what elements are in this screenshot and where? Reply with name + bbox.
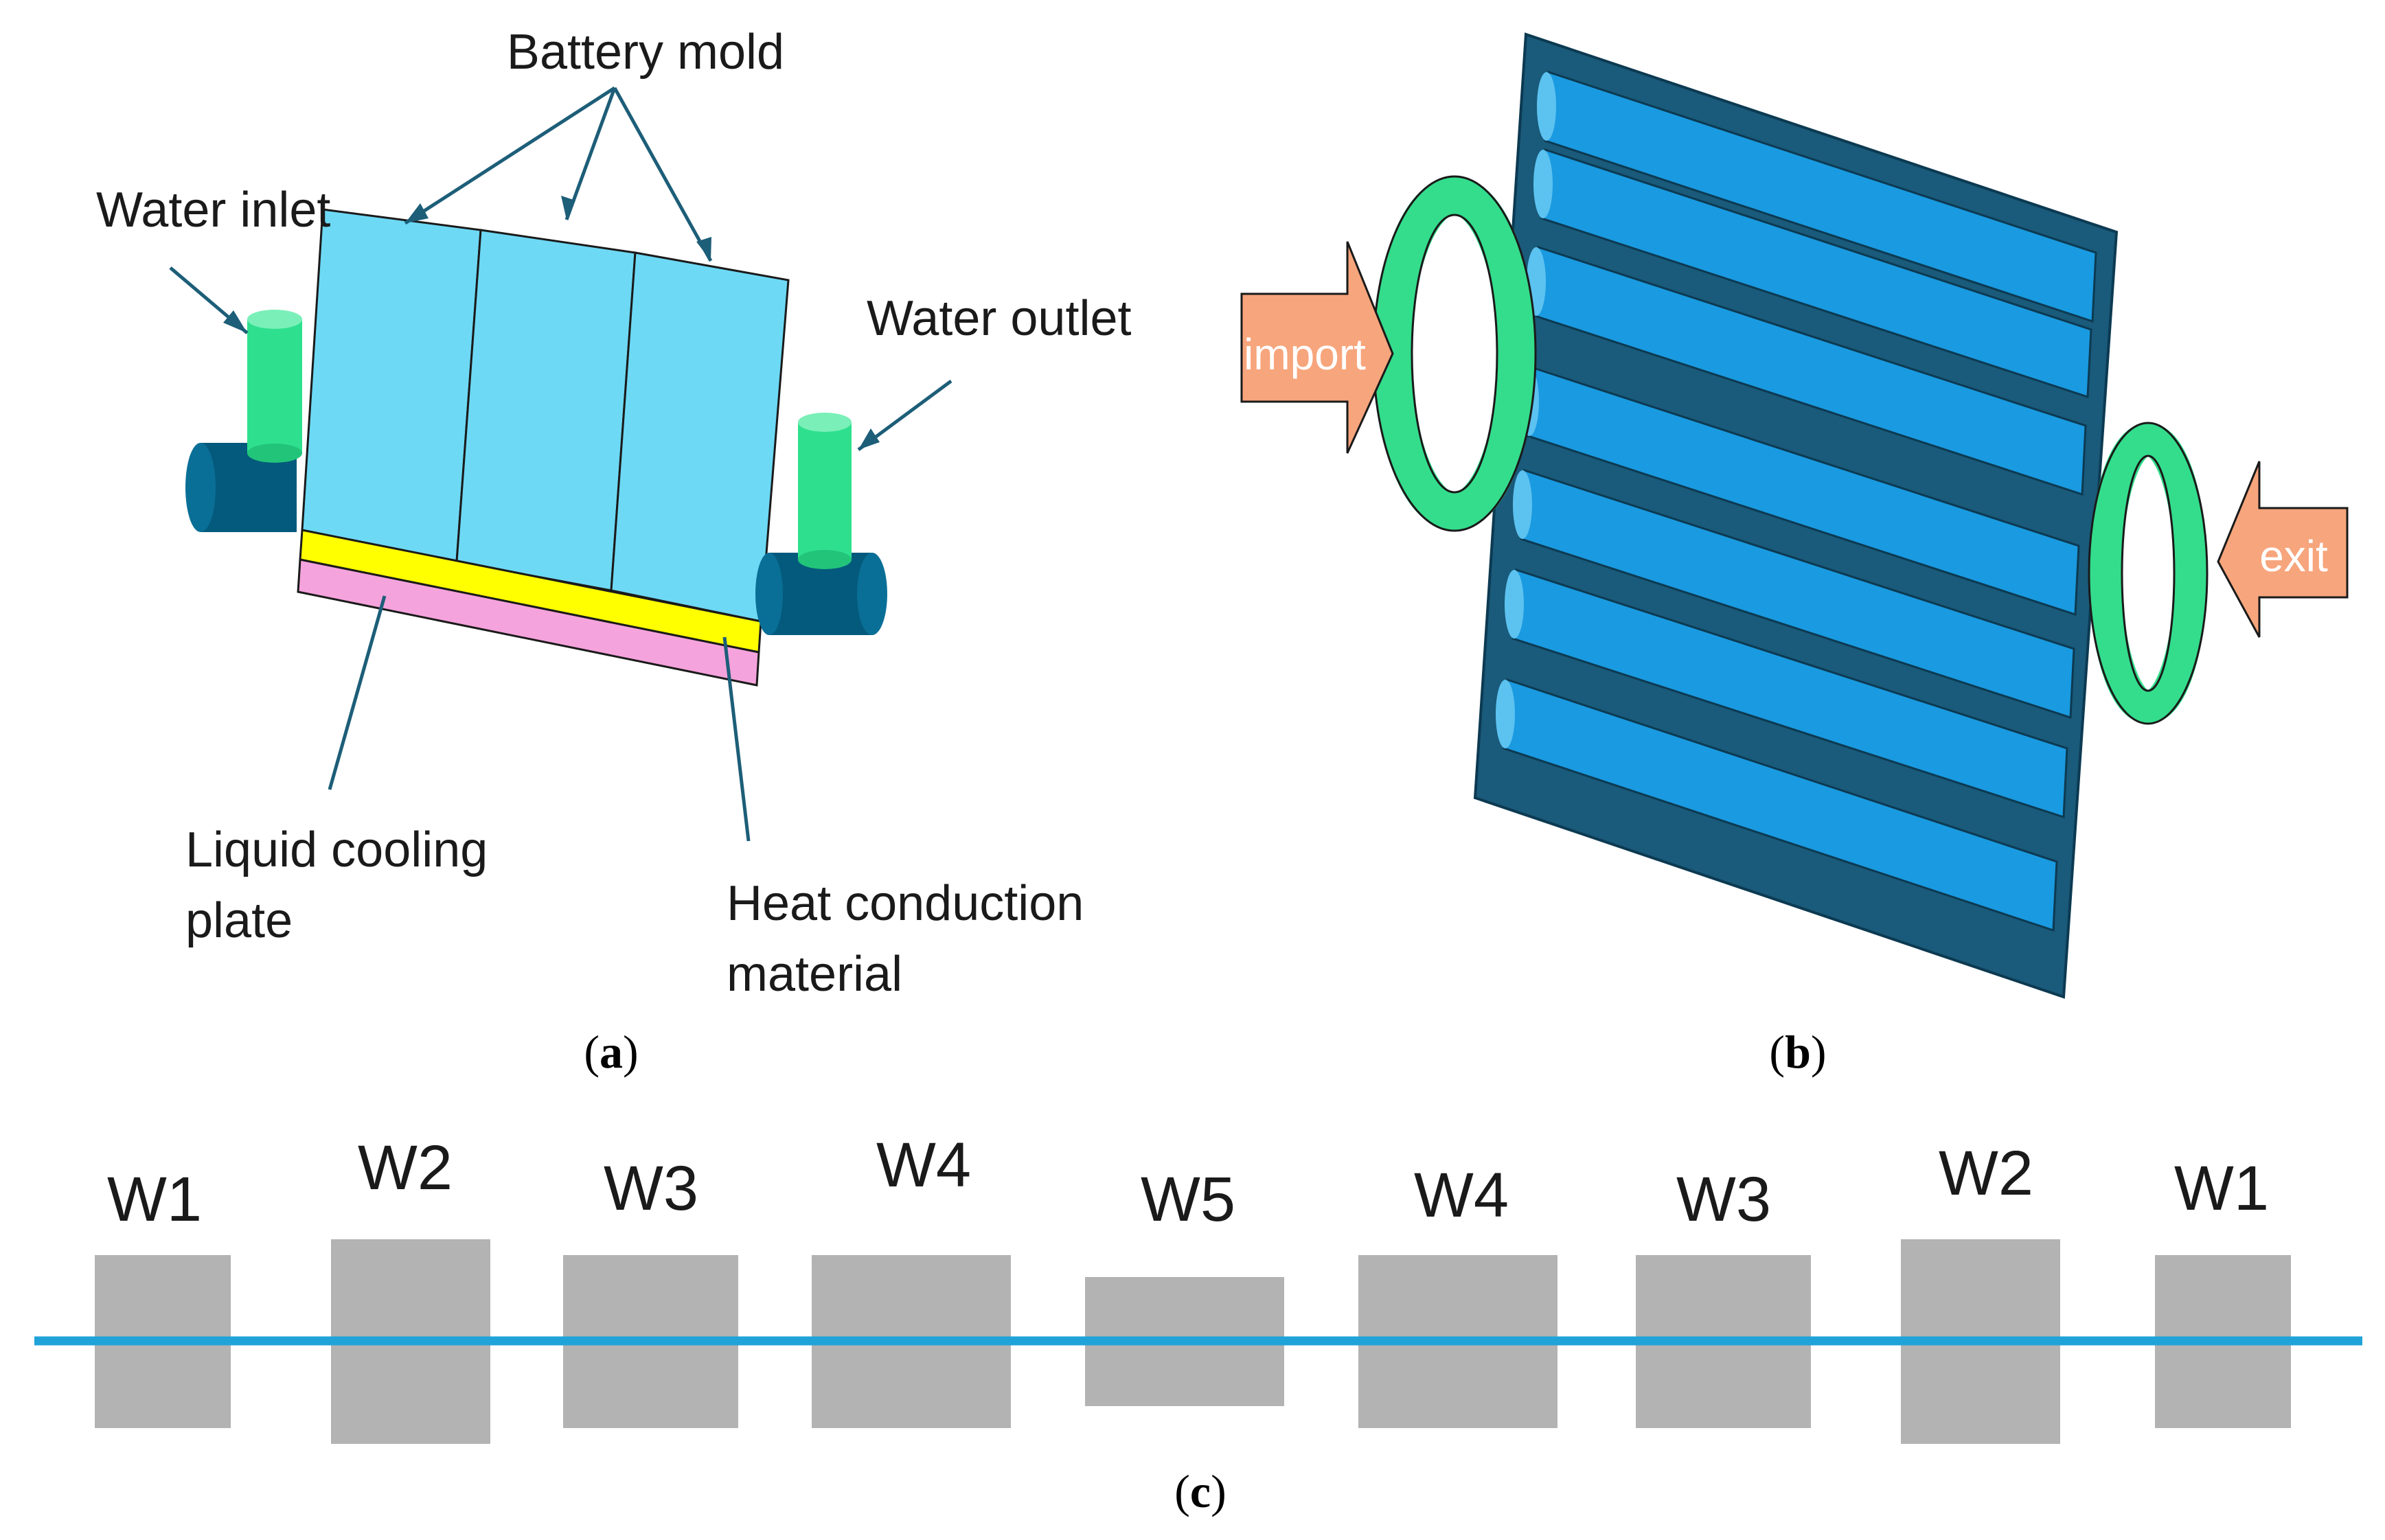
- width-label: W2: [358, 1133, 453, 1203]
- liquid-cooling-label-line2: plate: [185, 893, 293, 948]
- import-arrow-label: import: [1244, 330, 1366, 379]
- battery-module-2: [455, 229, 637, 592]
- panel-b: import exit (b): [1240, 32, 2349, 1078]
- width-label: W3: [604, 1153, 698, 1223]
- exit-arrow: [2217, 461, 2349, 638]
- flow-tubes: [1503, 70, 2097, 932]
- caption-a: (a): [584, 1026, 638, 1078]
- liquid-cooling-label-line1: Liquid cooling: [185, 823, 488, 877]
- width-label: W2: [1939, 1138, 2033, 1208]
- import-arrow: [1240, 241, 1394, 454]
- heat-conduction-label-line2: material: [727, 947, 902, 1002]
- width-label: W4: [876, 1130, 971, 1200]
- width-label: W1: [107, 1164, 202, 1234]
- width-labels: W1 W2 W3 W4 W5 W4 W3 W2 W1: [107, 1130, 2269, 1234]
- water-inlet-label: Water inlet: [96, 183, 330, 238]
- exit-arrow-label: exit: [2259, 531, 2328, 581]
- liquid-cooling-plate: [297, 558, 760, 687]
- caption-b: (b): [1769, 1026, 1826, 1078]
- heat-conduction-label-line1: Heat conduction: [727, 876, 1084, 931]
- width-label: W3: [1676, 1164, 1771, 1234]
- battery-module-1: [301, 208, 482, 563]
- water-outlet-cylinder: [798, 413, 852, 569]
- caption-c: (c): [1174, 1465, 1226, 1517]
- battery-mold-label: Battery mold: [507, 25, 784, 80]
- outlet-ring: [2089, 423, 2207, 724]
- panel-a: Battery mold Water inlet Water outlet Li…: [96, 25, 1132, 1078]
- leader-arrowheads-a: [223, 196, 880, 450]
- width-label: W1: [2174, 1153, 2269, 1223]
- water-outlet-label: Water outlet: [867, 291, 1132, 346]
- water-inlet-cylinder: [247, 310, 302, 463]
- panel-c: W1 W2 W3 W4 W5 W4 W3 W2 W1 (c): [34, 1130, 2362, 1517]
- width-label: W4: [1414, 1160, 1509, 1230]
- width-label: W5: [1141, 1164, 1235, 1234]
